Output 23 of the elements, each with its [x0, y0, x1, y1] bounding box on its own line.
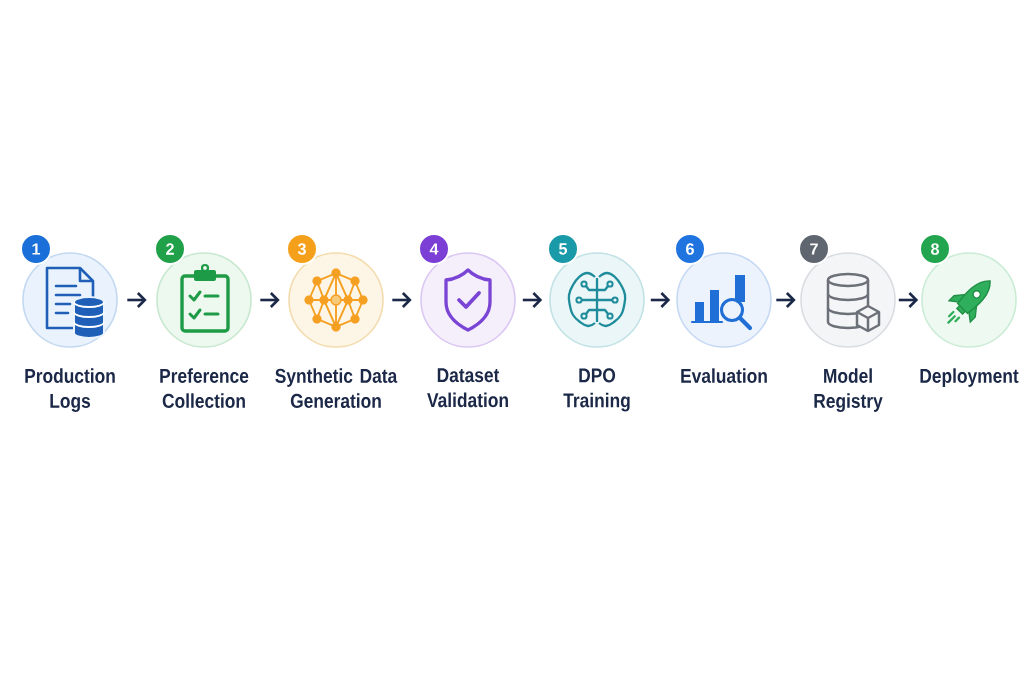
- step-label: Deployment: [920, 368, 1019, 387]
- step-label: Production Logs: [25, 368, 115, 412]
- number-badge: 5: [547, 233, 579, 265]
- step-label: DPO Training: [563, 368, 630, 412]
- number-badge: 6: [674, 233, 706, 265]
- number-badge: 4: [418, 233, 450, 265]
- number-badge: 7: [798, 233, 830, 265]
- arrow: [650, 292, 671, 308]
- number-badge: 1: [20, 233, 52, 265]
- step-label: Dataset Validation: [427, 368, 508, 408]
- step-label: Evaluation: [681, 368, 767, 383]
- arrow: [898, 292, 919, 308]
- number-badge: 8: [919, 233, 951, 265]
- step-label: Model Registry: [814, 368, 883, 412]
- step-label: Synthetic Data Generation: [275, 368, 398, 408]
- number-badge: 2: [154, 233, 186, 265]
- number-badge: 3: [286, 233, 318, 265]
- step-label: Preference Collection: [160, 368, 249, 408]
- arrow: [392, 292, 412, 308]
- arrow: [776, 292, 796, 308]
- arrow: [127, 292, 147, 308]
- arrow: [522, 292, 543, 308]
- arrow: [260, 292, 280, 308]
